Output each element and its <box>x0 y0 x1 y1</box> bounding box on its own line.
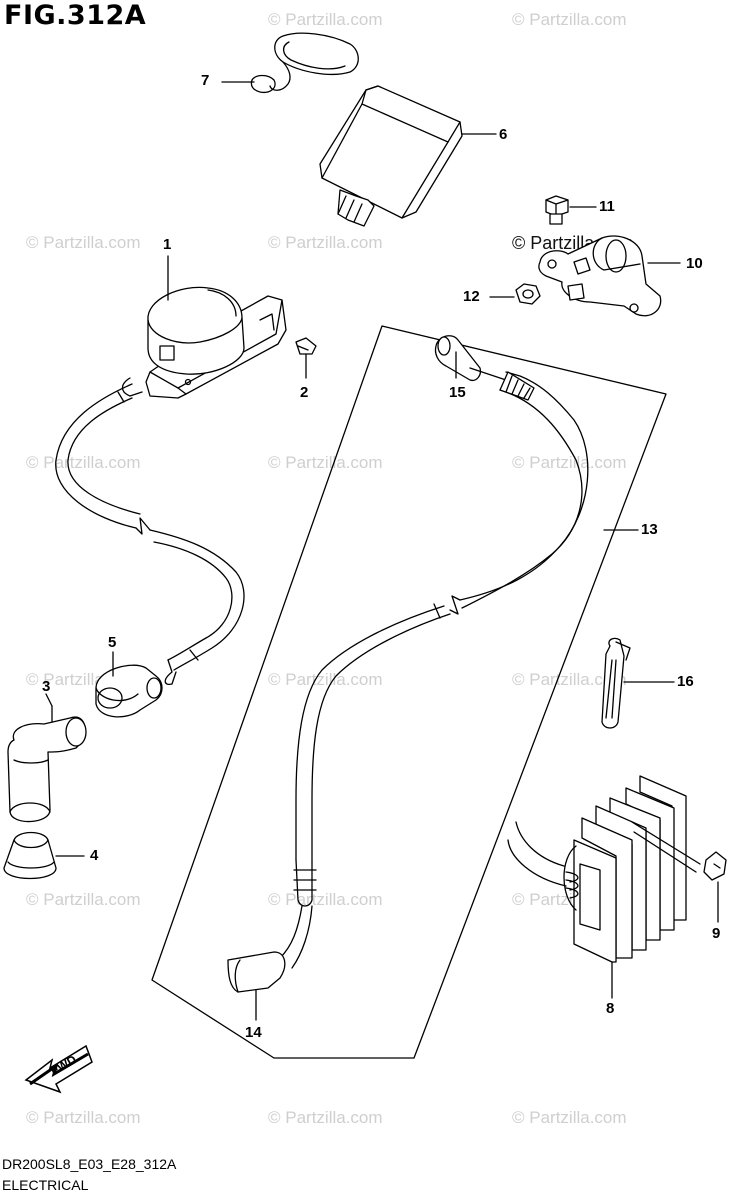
watermark: © Partzilla.com <box>512 670 627 689</box>
part-7-band <box>221 32 359 94</box>
part-4-boot <box>3 831 85 880</box>
callout-11: 11 <box>599 198 615 215</box>
watermark: © Partzilla.com <box>512 453 627 472</box>
diagram-code: DR200SL8_E03_E28_312A <box>2 1156 177 1172</box>
figure-title: FIG.312A <box>4 0 147 31</box>
watermark: © Partzilla.com <box>26 890 141 909</box>
callout-3: 3 <box>42 678 51 695</box>
callout-2: 2 <box>300 384 309 401</box>
callout-9: 9 <box>712 925 721 942</box>
part-16-band <box>601 637 675 729</box>
part-13-cable <box>279 371 589 969</box>
callout-12: 12 <box>463 288 480 305</box>
callout-16: 16 <box>677 673 694 690</box>
callout-5: 5 <box>108 634 117 651</box>
watermark: © Partzilla.com <box>512 1108 627 1127</box>
callout-15: 15 <box>449 384 466 401</box>
callout-7: 7 <box>201 72 210 89</box>
part-13-group-outline <box>151 325 667 1059</box>
part-12-nut <box>489 283 541 305</box>
part-3-plug-cap <box>7 705 87 823</box>
watermark: © Partzilla.com <box>268 233 383 252</box>
watermark: © Partzilla.com <box>268 890 383 909</box>
callout-13: 13 <box>641 521 658 538</box>
part-10-starter-relay <box>538 235 681 317</box>
part-1-ignition-coil <box>121 255 287 399</box>
part-15-terminal <box>434 335 507 382</box>
watermark: © Partzilla.com <box>268 670 383 689</box>
part-8-regulator-rectifier <box>507 775 687 999</box>
watermark: © Partzilla.com <box>26 233 141 252</box>
callout-1: 1 <box>163 236 172 253</box>
callout-10: 10 <box>686 255 703 272</box>
watermark: © Partzilla.com <box>268 10 383 29</box>
watermark: © Partzilla.com <box>26 1108 141 1127</box>
part-2-screw <box>295 337 317 379</box>
part-9-bolt <box>631 821 727 923</box>
coil-high-tension-lead <box>55 383 245 686</box>
callout-8: 8 <box>606 1000 615 1017</box>
watermark: © Partzilla.com <box>512 10 627 29</box>
callout-14: 14 <box>245 1024 262 1041</box>
part-6-cdi-unit <box>319 85 497 227</box>
watermark: © Partzilla.com <box>26 453 141 472</box>
part-11-bolt <box>545 195 597 225</box>
part-5-cap <box>95 651 163 718</box>
callout-6: 6 <box>499 126 508 143</box>
part-14-connector <box>227 951 286 1021</box>
section-title: ELECTRICAL <box>2 1177 89 1193</box>
callout-4: 4 <box>90 847 99 864</box>
watermark: © Partzilla.com <box>268 453 383 472</box>
fwd-arrow: FWD <box>24 1044 93 1094</box>
watermark: © Partzilla.com <box>268 1108 383 1127</box>
